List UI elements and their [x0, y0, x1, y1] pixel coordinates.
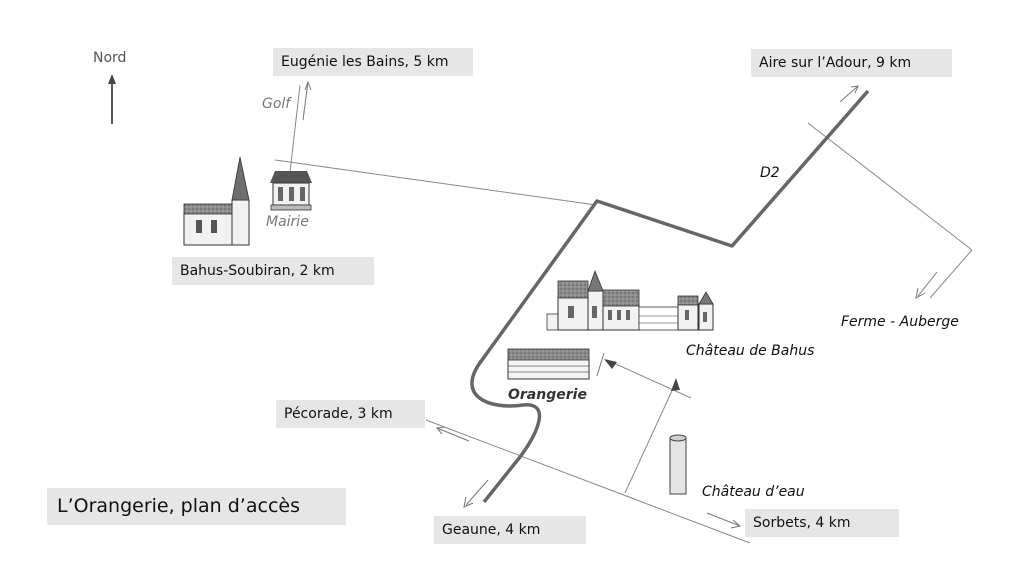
- road-d2: [470, 89, 870, 504]
- map-title: L’Orangerie, plan d’accès: [47, 488, 346, 525]
- destination-sorbets: Sorbets, 4 km: [745, 509, 899, 537]
- town-hall-icon: [270, 171, 312, 211]
- north-label: Nord: [93, 50, 127, 66]
- golf-label: Golf: [262, 96, 291, 112]
- chateau-icon: [546, 269, 714, 331]
- church-icon: [183, 156, 250, 246]
- orangerie-label: Orangerie: [508, 387, 587, 403]
- thin-roads: [274, 84, 973, 544]
- destination-aire: Aire sur l’Adour, 9 km: [751, 49, 952, 77]
- chateau-bahus-label: Château de Bahus: [686, 343, 815, 359]
- destination-geaune: Geaune, 4 km: [434, 516, 586, 544]
- access-arrow-icon: [671, 378, 680, 391]
- access-arrow-icon: [604, 359, 617, 369]
- orangerie-building-icon: [507, 348, 590, 380]
- destination-pecorade: Pécorade, 3 km: [276, 400, 425, 428]
- road-label-d2: D2: [760, 165, 780, 181]
- mairie-label: Mairie: [266, 214, 309, 230]
- ferme-auberge-label: Ferme - Auberge: [841, 314, 959, 330]
- north-arrow-icon: [108, 74, 116, 124]
- destination-eugenie: Eugénie les Bains, 5 km: [273, 48, 473, 76]
- direction-ticks: [302, 80, 938, 529]
- water-tower-icon: [669, 434, 687, 495]
- chateau-eau-label: Château d’eau: [702, 484, 805, 500]
- destination-bahus-soubiran: Bahus-Soubiran, 2 km: [172, 257, 374, 285]
